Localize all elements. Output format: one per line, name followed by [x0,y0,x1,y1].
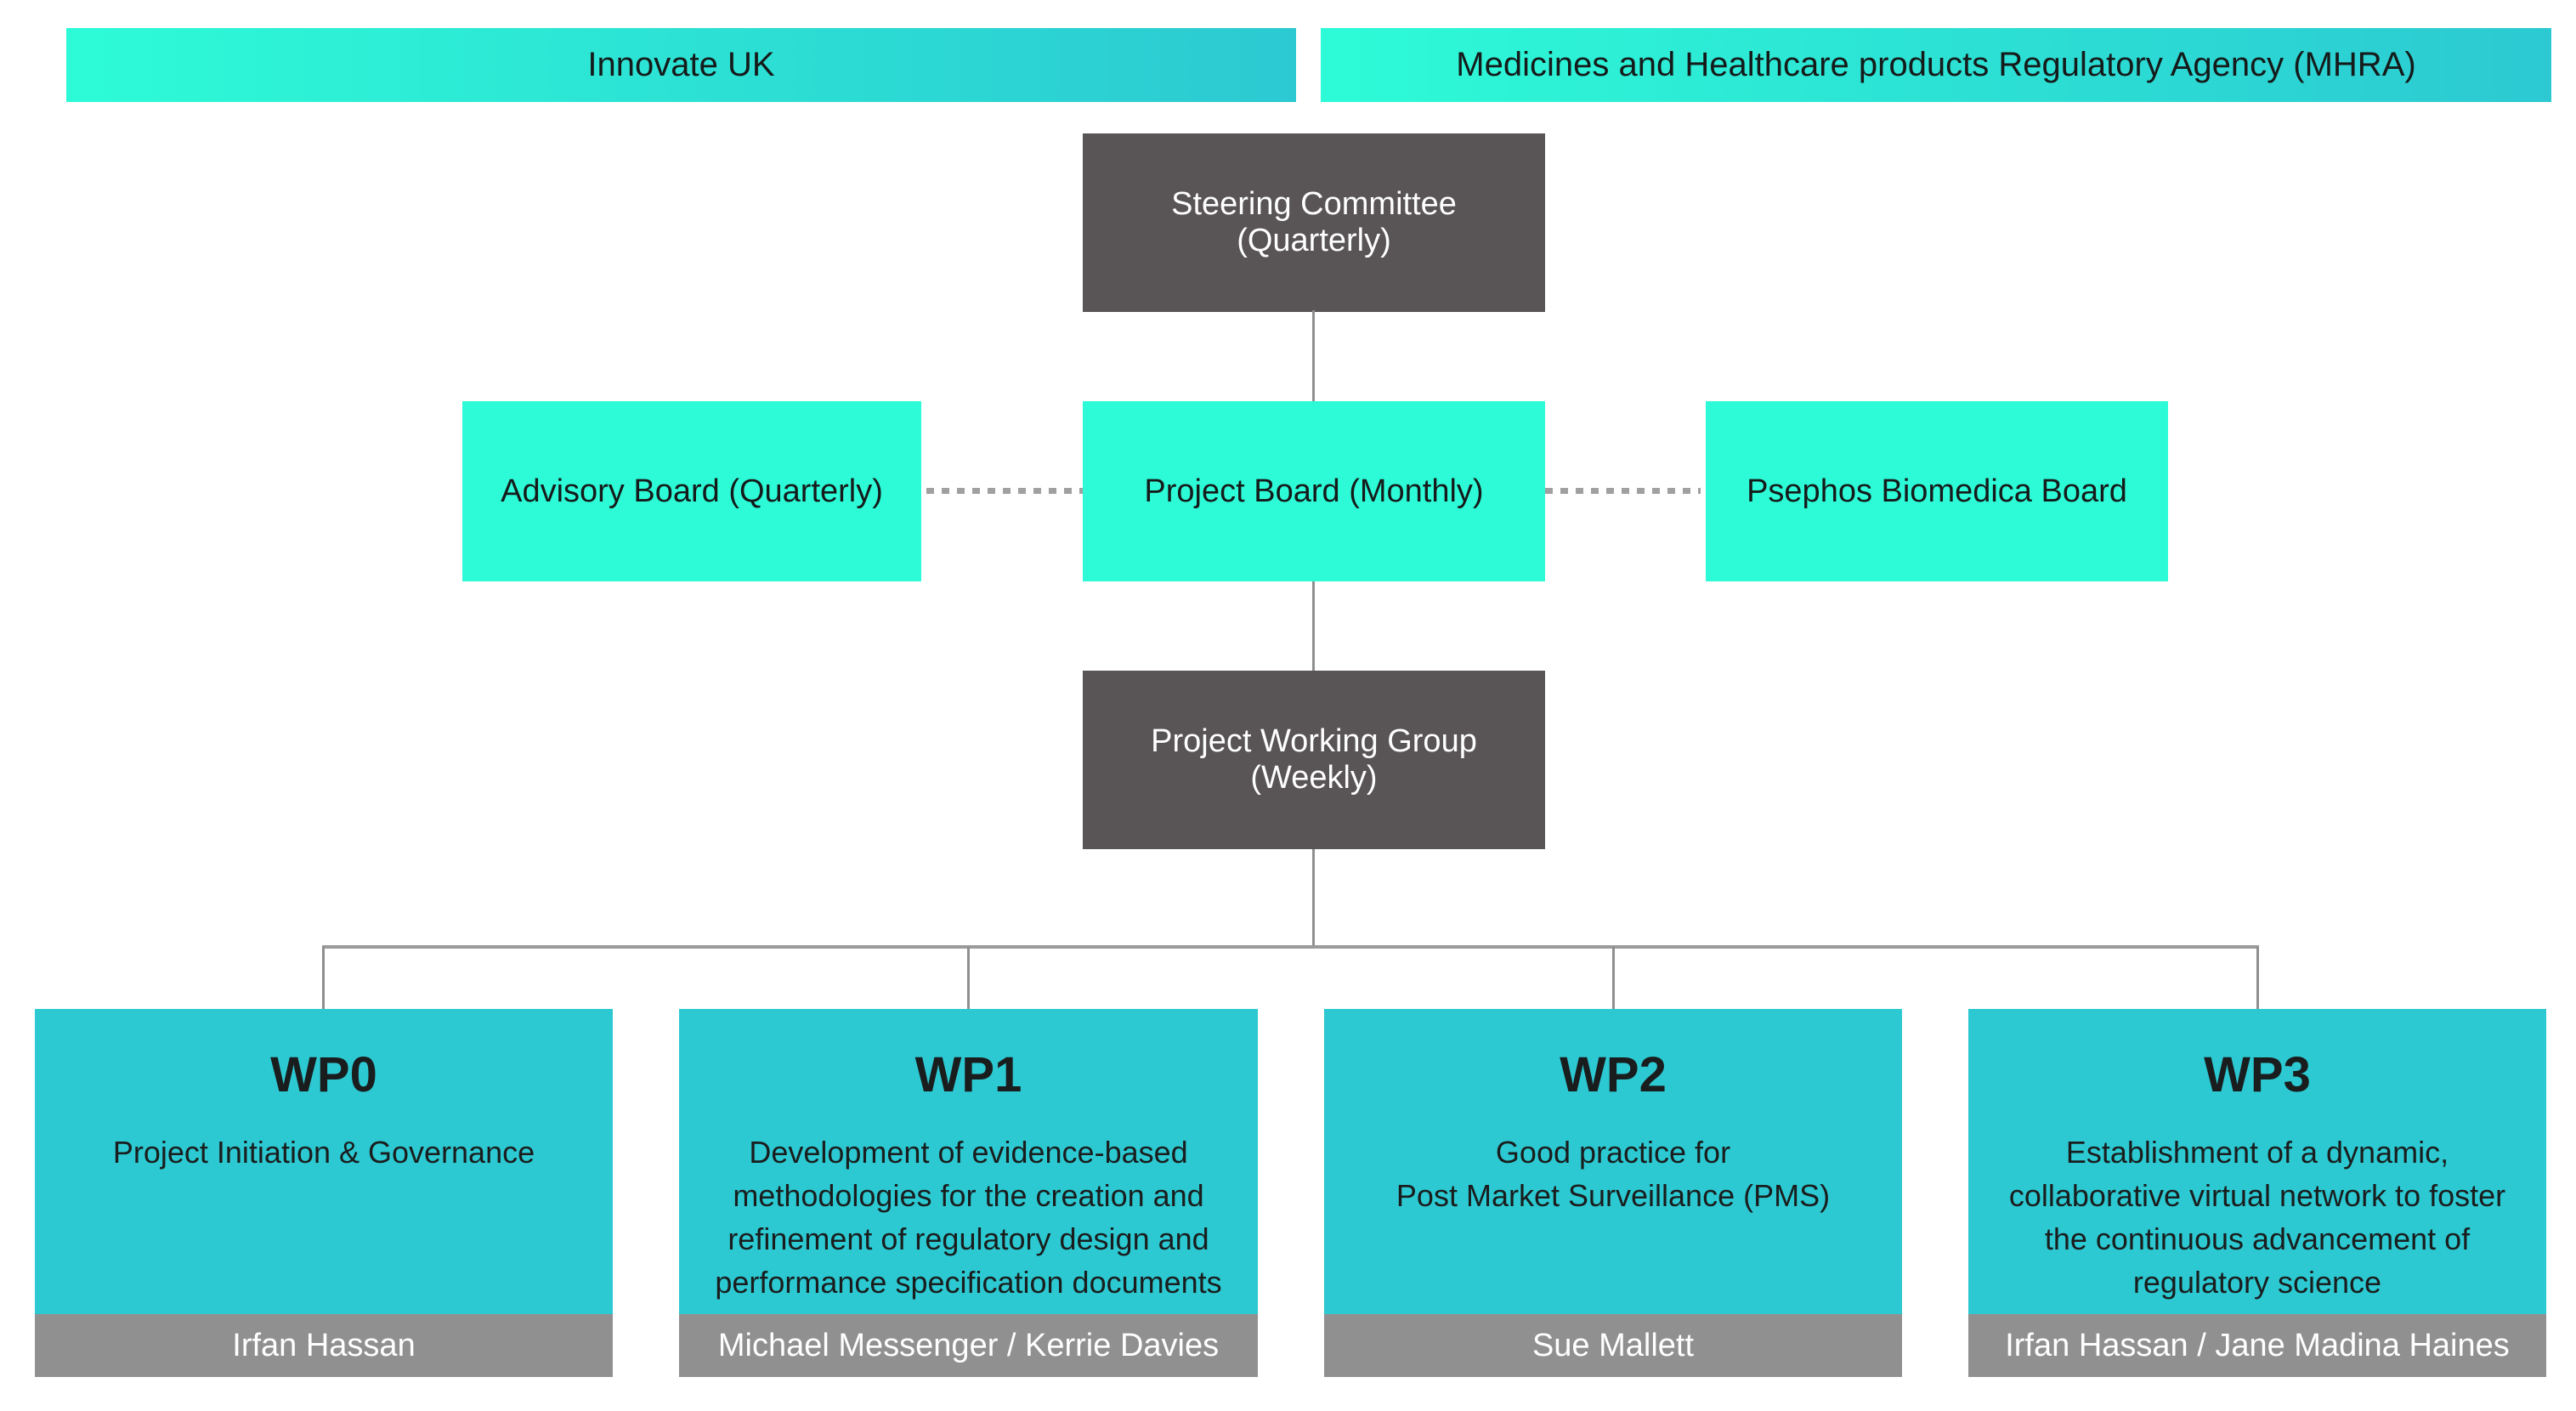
connector-dashed-advisory-to-project-board [926,488,1083,494]
connector-drop-wp2 [1612,947,1615,1009]
wp3-body: WP3 Establishment of a dynamic, collabor… [1968,1009,2546,1314]
wp1-lead: Michael Messenger / Kerrie Davies [679,1314,1258,1377]
wp2-description: Good practice for Post Market Surveillan… [1396,1135,1831,1214]
node-advisory-board: Advisory Board (Quarterly) [462,401,921,581]
connector-trunk-horizontal [322,945,2259,949]
wp-card-wp1: WP1 Development of evidence-based method… [679,1009,1258,1377]
node-psephos-biomedica-board: Psephos Biomedica Board [1706,401,2168,581]
node-steering-committee: Steering Committee (Quarterly) [1083,133,1545,312]
connector-drop-wp1 [967,947,970,1009]
wp2-title: WP2 [1560,1047,1667,1102]
connector-drop-wp3 [2256,947,2259,1009]
wp1-body: WP1 Development of evidence-based method… [679,1009,1258,1314]
connector-dashed-project-board-to-psephos [1545,488,1701,494]
node-project-working-group: Project Working Group (Weekly) [1083,671,1545,849]
wp0-description: Project Initiation & Governance [112,1135,535,1170]
wp3-description: Establishment of a dynamic, collaborativ… [2008,1135,2506,1300]
wp-card-wp3: WP3 Establishment of a dynamic, collabor… [1968,1009,2546,1377]
funder-bar-mhra: Medicines and Healthcare products Regula… [1321,28,2551,102]
connector-drop-wp0 [322,947,325,1009]
node-project-board: Project Board (Monthly) [1083,401,1545,581]
connector-steering-to-project-board [1312,310,1315,401]
wp1-description: Development of evidence-based methodolog… [715,1135,1222,1300]
wp0-lead: Irfan Hassan [35,1314,613,1377]
funder-bar-innovate-uk: Innovate UK [66,28,1296,102]
wp-card-wp0: WP0 Project Initiation & Governance Irfa… [35,1009,613,1377]
wp1-title: WP1 [914,1047,1022,1102]
connector-working-group-to-trunk [1312,849,1315,947]
wp3-title: WP3 [2204,1047,2311,1102]
connector-project-board-to-working-group [1312,581,1315,671]
wp0-title: WP0 [270,1047,377,1102]
wp-card-wp2: WP2 Good practice for Post Market Survei… [1324,1009,1902,1377]
wp0-body: WP0 Project Initiation & Governance [35,1009,613,1314]
wp2-lead: Sue Mallett [1324,1314,1902,1377]
wp2-body: WP2 Good practice for Post Market Survei… [1324,1009,1902,1314]
wp3-lead: Irfan Hassan / Jane Madina Haines [1968,1314,2546,1377]
